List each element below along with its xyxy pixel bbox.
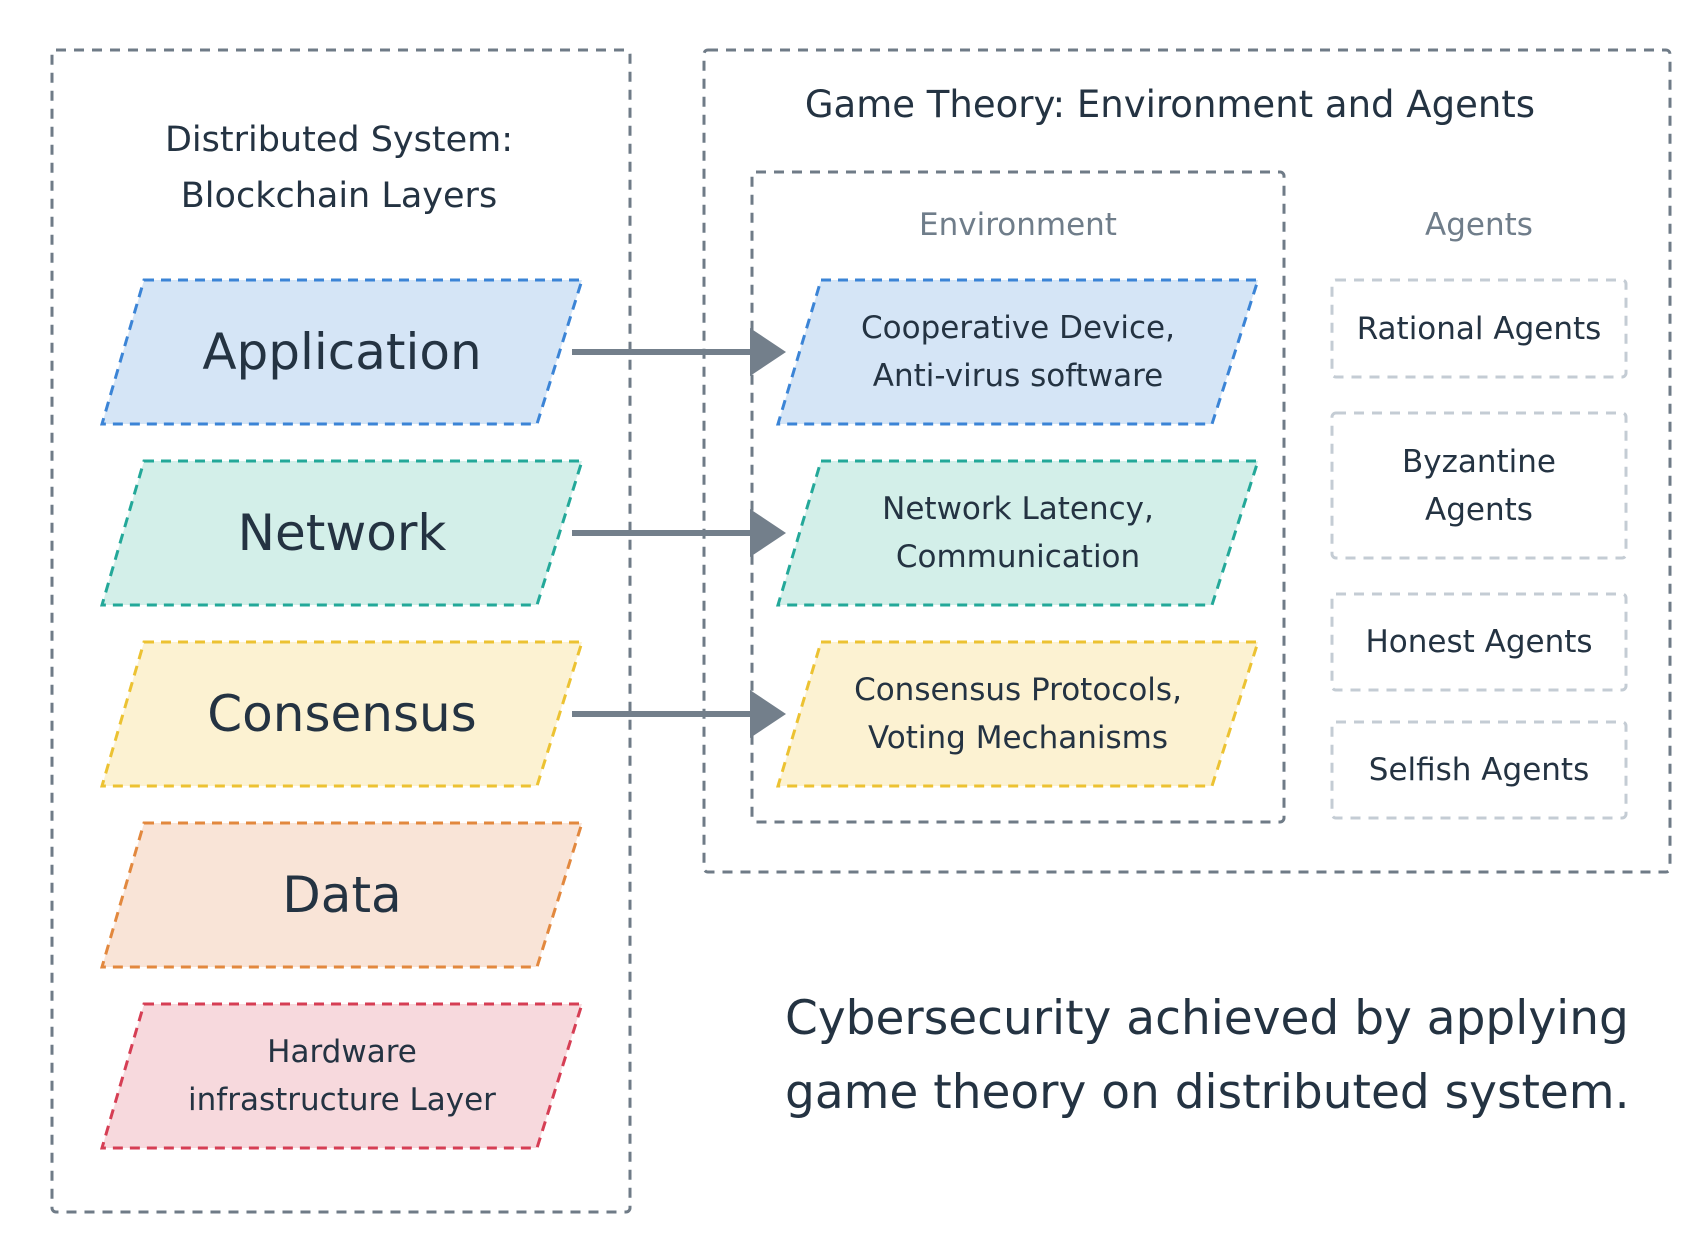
agent-byzantine-line2: Agents xyxy=(1425,492,1533,528)
agent-box-2 xyxy=(1330,411,1628,560)
env-item-3-shape xyxy=(775,640,1261,788)
left-panel-title: Distributed System: Blockchain Layers xyxy=(52,112,626,224)
right-panel-frame xyxy=(702,48,1672,874)
layer-application-label: Application xyxy=(202,323,482,381)
caption-line2: game theory on distributed system. xyxy=(785,1065,1630,1120)
caption-line1: Cybersecurity achieved by applying xyxy=(785,991,1629,1046)
agent-box-4 xyxy=(1330,720,1628,820)
left-panel-title-line2: Blockchain Layers xyxy=(180,176,498,216)
agent-box-3 xyxy=(1330,592,1628,692)
env-item-1-line1: Cooperative Device, xyxy=(861,310,1175,346)
layer-hardware-label-line2: infrastructure Layer xyxy=(188,1082,496,1118)
agent-honest-label: Honest Agents xyxy=(1365,624,1593,660)
layer-network-shape xyxy=(100,459,585,607)
layer-hardware-label-line1: Hardware xyxy=(267,1034,417,1070)
agent-box-1 xyxy=(1330,278,1628,379)
env-item-1-line2: Anti-virus software xyxy=(872,358,1164,394)
env-item-2-line2: Communication xyxy=(895,539,1141,575)
layer-network-label: Network xyxy=(237,504,447,562)
layer-hardware-shape xyxy=(100,1002,585,1150)
agent-byzantine-label: Byzantine Agents xyxy=(1332,438,1626,534)
env-item-2-shape xyxy=(775,459,1261,607)
layer-data-shape xyxy=(100,821,585,969)
environment-title: Environment xyxy=(919,207,1117,243)
env-item-1-label: Cooperative Device, Anti-virus software xyxy=(778,304,1258,400)
env-item-1-shape xyxy=(775,278,1261,426)
caption: Cybersecurity achieved by applying game … xyxy=(785,982,1665,1130)
left-panel-title-line1: Distributed System: xyxy=(164,120,514,160)
left-panel-frame xyxy=(50,48,632,1214)
agent-byzantine-line1: Byzantine xyxy=(1401,444,1557,480)
env-item-3-label: Consensus Protocols, Voting Mechanisms xyxy=(778,666,1258,762)
layer-consensus-shape xyxy=(100,640,585,788)
layer-consensus-label: Consensus xyxy=(207,685,477,743)
env-item-2-label: Network Latency, Communication xyxy=(778,485,1258,581)
layer-application-shape xyxy=(100,278,585,426)
right-panel-title: Game Theory: Environment and Agents xyxy=(804,83,1536,126)
agent-rational-label: Rational Agents xyxy=(1356,311,1602,347)
env-item-2-line1: Network Latency, xyxy=(882,491,1154,527)
env-item-3-line2: Voting Mechanisms xyxy=(868,720,1168,756)
agents-title: Agents xyxy=(1425,207,1533,243)
environment-frame xyxy=(750,170,1286,824)
layer-data-label: Data xyxy=(282,866,402,924)
agent-selfish-label: Selfish Agents xyxy=(1368,752,1590,788)
layer-hardware-label: Hardware infrastructure Layer xyxy=(102,1028,582,1124)
env-item-3-line1: Consensus Protocols, xyxy=(854,672,1182,708)
